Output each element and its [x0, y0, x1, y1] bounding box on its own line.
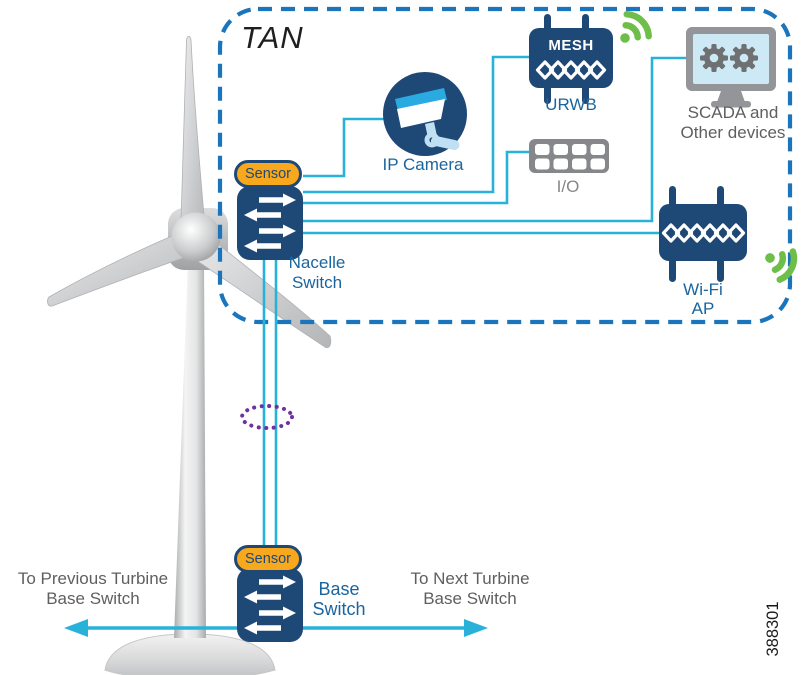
mesh-box-label: MESH [548, 37, 594, 54]
io-module-icon [529, 139, 609, 173]
arrowhead-next [464, 619, 488, 637]
base-switch-label: Base Switch [312, 579, 366, 619]
gear-icon [730, 44, 758, 72]
tan-label: TAN [241, 20, 304, 55]
mesh-wifi-signal-icon [611, 10, 653, 52]
link-switch-to-mesh [303, 55, 531, 194]
scada-monitor-icon [686, 27, 776, 108]
slip-ring-ellipse [240, 404, 294, 430]
arrowhead-previous [64, 619, 88, 637]
tan-boundary [217, 6, 793, 325]
to-next-turbine-label: To Next Turbine Base Switch [410, 569, 530, 608]
base-sensor-label: Sensor [245, 551, 291, 567]
turbine-tower [174, 260, 206, 638]
base-sensor-badge: Sensor [234, 545, 302, 573]
link-sensor-to-camera [303, 117, 394, 178]
gear-icon [700, 44, 728, 72]
turbine-hub [171, 212, 221, 262]
figure-number: 388301 [764, 601, 782, 657]
urwb-label: URWB [545, 95, 597, 114]
wifi-ap-icon [659, 186, 747, 282]
scada-label: SCADA and Other devices [680, 103, 786, 142]
nacelle-sensor-badge: Sensor [234, 160, 302, 188]
wifi-ap-label: Wi-Fi AP [683, 280, 723, 318]
link-switch-to-scada [303, 56, 688, 223]
link-switch-to-io [303, 150, 531, 205]
mesh-urwb-icon [529, 14, 613, 104]
ip-camera-icon [383, 72, 467, 156]
nacelle-switch-icon [237, 186, 303, 260]
io-label: I/O [556, 177, 580, 196]
nacelle-sensor-label: Sensor [245, 166, 291, 182]
base-switch-icon [237, 568, 303, 642]
ip-camera-label: IP Camera [382, 155, 464, 174]
nacelle-switch-label: Nacelle Switch [288, 253, 346, 292]
ap-wifi-signal-icon [759, 242, 798, 282]
turbine-foundation [104, 633, 276, 675]
to-previous-turbine-label: To Previous Turbine Base Switch [17, 569, 169, 608]
